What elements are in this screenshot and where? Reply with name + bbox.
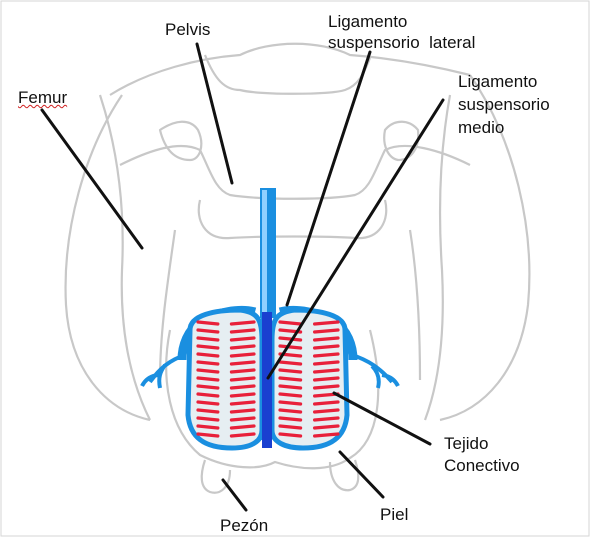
gland-stripe-right [280,338,301,340]
gland-stripe-left [231,322,254,324]
gland-stripe-left [198,346,218,348]
gland-stripe-right [315,386,338,388]
gland-stripe-right [280,370,301,372]
gland-stripe-left [198,410,218,412]
gland-stripe-left [231,386,254,388]
label-median-ligament-line3: medio [458,118,504,138]
gland-stripe-right [315,426,338,428]
gland-stripe-left [231,338,254,340]
gland-stripe-left [198,330,218,332]
gland-stripe-left [231,418,254,420]
median-septum [262,312,272,448]
gland-stripe-left [231,394,254,396]
gland-stripe-left [231,410,254,412]
gland-stripe-right [280,394,301,396]
gland-stripe-left [198,434,218,436]
label-tejido-line2: Conectivo [444,456,520,476]
gland-stripe-left [198,418,218,420]
gland-stripe-left [198,354,218,356]
gland-stripe-right [280,410,301,412]
gland-stripe-right [315,354,338,356]
gland-stripe-right [280,402,301,404]
gland-stripe-left [198,394,218,396]
gland-stripe-left [231,378,254,380]
gland-stripe-left [231,354,254,356]
label-piel: Piel [380,505,408,525]
gland-stripe-left [231,434,254,436]
label-pelvis: Pelvis [165,20,210,40]
gland-stripe-right [280,322,301,324]
ligament-highlight [262,190,267,315]
gland-stripe-left [198,362,218,364]
gland-stripe-right [315,402,338,404]
gland-stripe-right [315,410,338,412]
gland-stripe-right [280,418,301,420]
gland-stripe-right [315,338,338,340]
gland-stripe-left [198,402,218,404]
gland-stripe-left [231,330,254,332]
gland-stripe-right [315,362,338,364]
gland-stripe-right [315,434,338,436]
label-femur: Femur [18,88,67,108]
gland-stripe-left [231,346,254,348]
gland-stripe-left [198,386,218,388]
label-median-ligament-line2: suspensorio [458,95,550,115]
gland-stripe-left [198,322,218,324]
gland-stripe-left [231,370,254,372]
gland-stripe-right [280,426,301,428]
label-tejido-line1: Tejido [444,434,488,454]
gland-stripe-right [315,378,338,380]
gland-stripe-left [198,370,218,372]
gland-stripe-right [280,378,301,380]
gland-stripe-left [198,338,218,340]
label-lateral-ligament-line1: Ligamento [328,12,407,32]
gland-stripe-right [280,362,301,364]
label-pezon: Pezón [220,516,268,536]
label-median-ligament-line1: Ligamento [458,72,537,92]
gland-stripe-right [280,434,301,436]
gland-stripe-right [315,418,338,420]
gland-stripe-right [315,330,338,332]
gland-stripe-left [231,426,254,428]
gland-stripe-left [198,426,218,428]
gland-stripe-right [315,346,338,348]
gland-stripe-left [231,362,254,364]
gland-stripe-right [315,322,338,324]
label-lateral-ligament-line2: suspensorio lateral [328,33,475,53]
gland-stripe-left [198,378,218,380]
gland-stripe-left [231,402,254,404]
gland-stripe-right [315,370,338,372]
gland-stripe-right [280,346,301,348]
gland-stripe-right [280,386,301,388]
